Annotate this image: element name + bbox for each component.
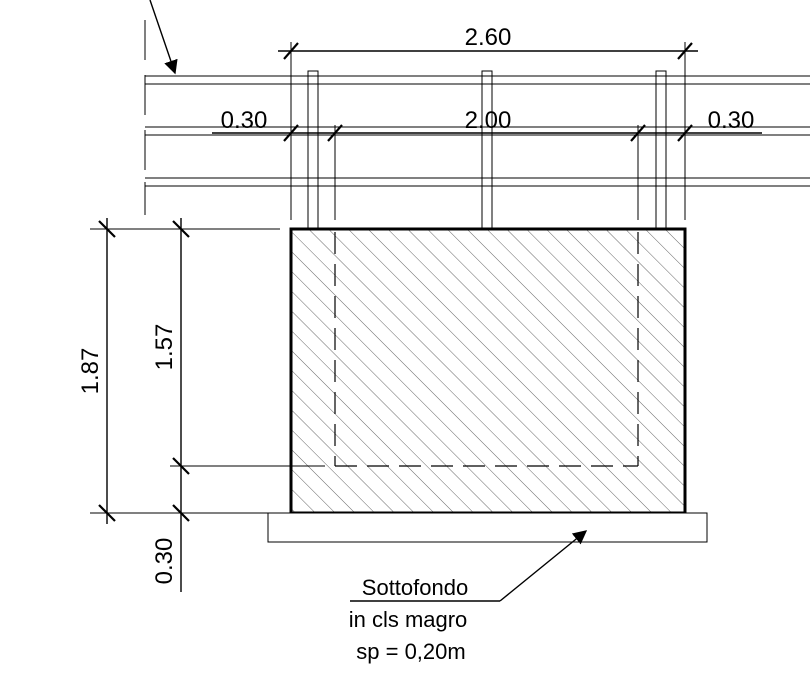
- extension-lines: [290, 42, 686, 220]
- base-slab: [267, 512, 708, 543]
- dimension-row-secondary: 0.30 2.00 0.30: [212, 107, 762, 142]
- upper-structure: [144, 20, 810, 215]
- dimension-vertical-set: 1.87 1.57 0.30: [77, 218, 325, 592]
- dimension-label-right-overhang: 0.30: [708, 107, 755, 134]
- annotation-text: Sottofondo in cls magro sp = 0,20m: [349, 575, 469, 664]
- annotation-leader: [350, 530, 588, 602]
- annotation-line-3: sp = 0,20m: [356, 639, 465, 664]
- dimension-label-base-thickness: 0.30: [151, 538, 178, 585]
- dimension-label-total-height: 1.87: [77, 348, 104, 395]
- dimension-total-width: 2.60: [278, 24, 698, 60]
- dimension-label-total-width: 2.60: [465, 24, 512, 51]
- hidden-column-outline: [334, 232, 639, 467]
- annotation-line-2: in cls magro: [349, 607, 468, 632]
- vertical-posts: [307, 70, 667, 230]
- dimension-label-left-overhang: 0.30: [221, 107, 268, 134]
- annotation-line-1: Sottofondo: [362, 575, 468, 600]
- dimension-label-inner-height: 1.57: [151, 324, 178, 371]
- leader-arrow-top: [149, 0, 178, 75]
- dimension-label-column-width: 2.00: [465, 107, 512, 134]
- foundation-block: [289, 227, 687, 515]
